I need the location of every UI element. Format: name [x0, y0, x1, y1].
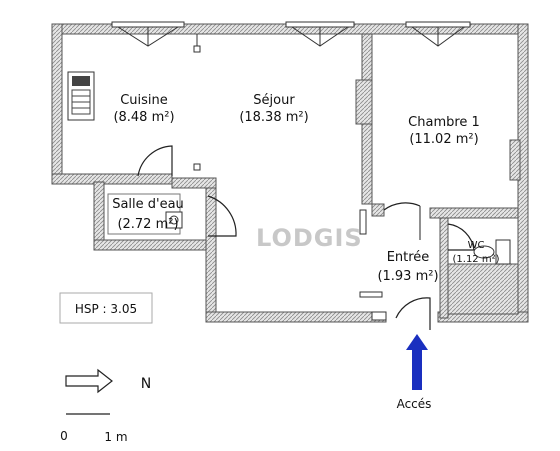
room-name-salle: Salle d'eau — [112, 197, 184, 212]
access-arrow-icon — [406, 334, 428, 390]
room-name-sejour: Séjour — [253, 93, 295, 108]
outlet-icon — [193, 163, 201, 171]
north-arrow-icon — [65, 368, 113, 394]
room-area-entree: (1.93 m²) — [377, 269, 438, 284]
svg-text:LODGIS: LODGIS — [256, 224, 363, 252]
room-name-chambre: Chambre 1 — [408, 115, 480, 130]
room-name-cuisine: Cuisine — [120, 93, 168, 108]
windows — [111, 21, 471, 47]
doors — [137, 145, 475, 330]
room-area-salle: (2.72 m²) — [117, 217, 178, 232]
access-label: Accés — [397, 397, 432, 411]
hsp-label: HSP : 3.05 — [75, 302, 137, 316]
hsp-box: HSP : 3.05 — [59, 292, 153, 324]
walls — [51, 23, 529, 323]
shower-icon — [107, 193, 183, 235]
stove-icon — [67, 71, 95, 121]
room-area-cuisine: (8.48 m²) — [113, 110, 174, 125]
room-name-wc: WC — [468, 240, 485, 251]
scale-start-label: 0 — [60, 429, 68, 443]
toilet-icon — [473, 239, 511, 265]
scale-end-label: 1 m — [104, 430, 127, 444]
outlet-icon — [193, 45, 201, 53]
room-area-wc: (1.12 m²) — [453, 254, 500, 265]
room-area-chambre: (11.02 m²) — [409, 132, 478, 147]
room-name-entree: Entrée — [387, 250, 430, 265]
north-label: N — [141, 376, 151, 392]
room-area-sejour: (18.38 m²) — [239, 110, 308, 125]
lodgis-logo: LODGIS — [256, 224, 363, 252]
